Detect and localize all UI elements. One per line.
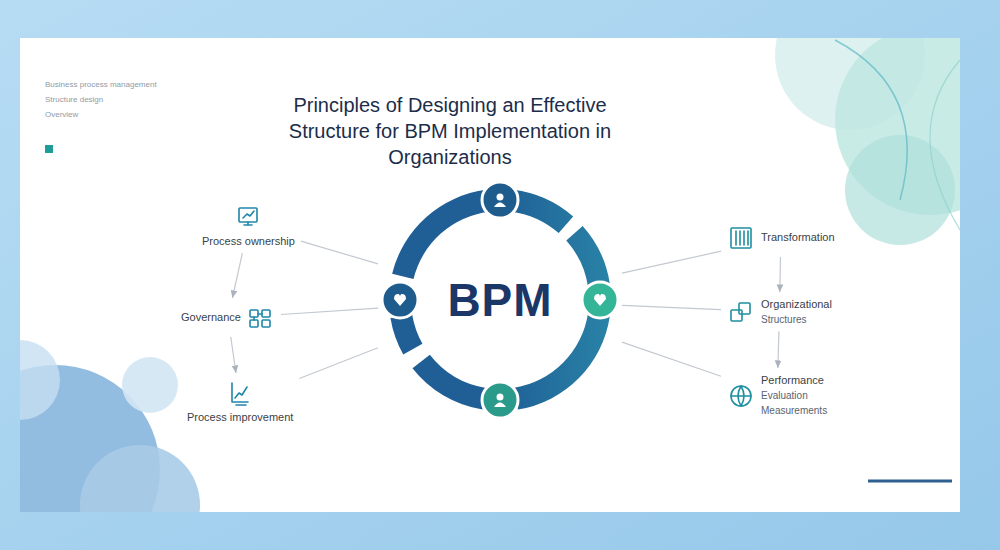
decor-blobs: [20, 38, 960, 512]
principle-title: Transformation: [761, 231, 835, 244]
hub-ring: BPM: [380, 180, 620, 420]
principle-item: Process improvement: [184, 376, 296, 427]
link-line: [622, 305, 721, 309]
ring-segment: [412, 355, 485, 410]
principle-icon: [226, 379, 254, 407]
flow-arrow: [231, 337, 236, 373]
link-line: [622, 251, 721, 273]
principle-title: Governance: [181, 311, 241, 324]
ring-badge: [582, 282, 618, 318]
link-line: [299, 348, 378, 379]
flow-arrow: [778, 331, 779, 368]
flow-arrow: [232, 253, 242, 298]
ring-segment: [511, 190, 574, 233]
flow-arrow: [779, 257, 781, 292]
slide-title: Principles of Designing an Effective Str…: [255, 92, 645, 170]
principle-item: Governance: [178, 301, 278, 335]
principle-title: Performance: [761, 374, 827, 387]
principle-detail: Measurements: [761, 405, 827, 417]
ring-segment: [514, 313, 609, 409]
principle-title: Process ownership: [202, 235, 295, 248]
principle-icon: [727, 298, 755, 326]
hub-label: BPM: [380, 180, 620, 420]
principle-title: Process improvement: [187, 411, 293, 424]
accent-line: [868, 480, 952, 483]
ring-segment: [566, 226, 609, 287]
link-line: [301, 241, 378, 264]
principle-item: Process ownership: [199, 200, 298, 251]
principle-item: Transformation: [724, 221, 838, 255]
ring-badge: [482, 182, 518, 218]
principle-icon: [727, 382, 755, 410]
link-line: [622, 342, 721, 376]
principle-icon: [234, 203, 262, 231]
principle-item: PerformanceEvaluationMeasurements: [724, 371, 830, 420]
link-line: [281, 308, 378, 314]
ring-segment: [390, 314, 422, 354]
principle-detail: Structures: [761, 314, 832, 326]
note-text: Structure design: [45, 95, 103, 104]
principle-item: OrganizationalStructures: [724, 295, 835, 329]
note-text: Overview: [45, 110, 78, 119]
ring-badge: [382, 282, 418, 318]
accent-square: [45, 145, 53, 153]
principle-icon: [247, 304, 275, 332]
principle-icon: [727, 224, 755, 252]
ring-badge: [482, 382, 518, 418]
ring-segment: [392, 190, 489, 279]
principle-title: Organizational: [761, 298, 832, 311]
principle-detail: Evaluation: [761, 390, 827, 402]
note-text: Business process management: [45, 80, 157, 89]
